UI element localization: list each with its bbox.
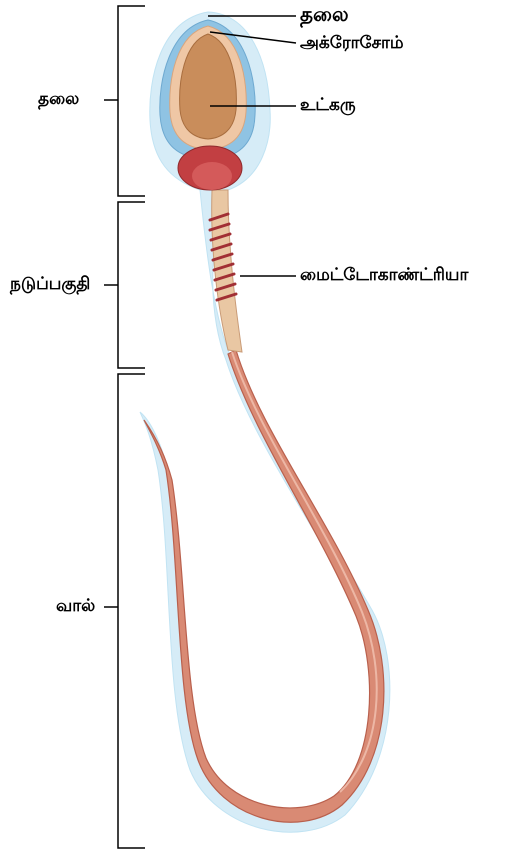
midpiece xyxy=(210,190,242,352)
label-midpiece: நடுப்பகுதி xyxy=(10,276,90,293)
bracket-head xyxy=(104,6,145,196)
label-nucleus: உட்கரு xyxy=(300,97,356,114)
label-acrosome: அக்ரோசோம் xyxy=(300,35,404,52)
label-mitochondria: மைட்டோகாண்ட்ரியா xyxy=(300,267,468,284)
bracket-midpiece xyxy=(104,202,145,368)
label-head-left: தலை xyxy=(38,91,79,108)
tail xyxy=(144,350,384,822)
label-head-right: தலை xyxy=(300,4,349,24)
bracket-tail xyxy=(104,374,145,848)
label-tail: வால் xyxy=(56,598,95,615)
